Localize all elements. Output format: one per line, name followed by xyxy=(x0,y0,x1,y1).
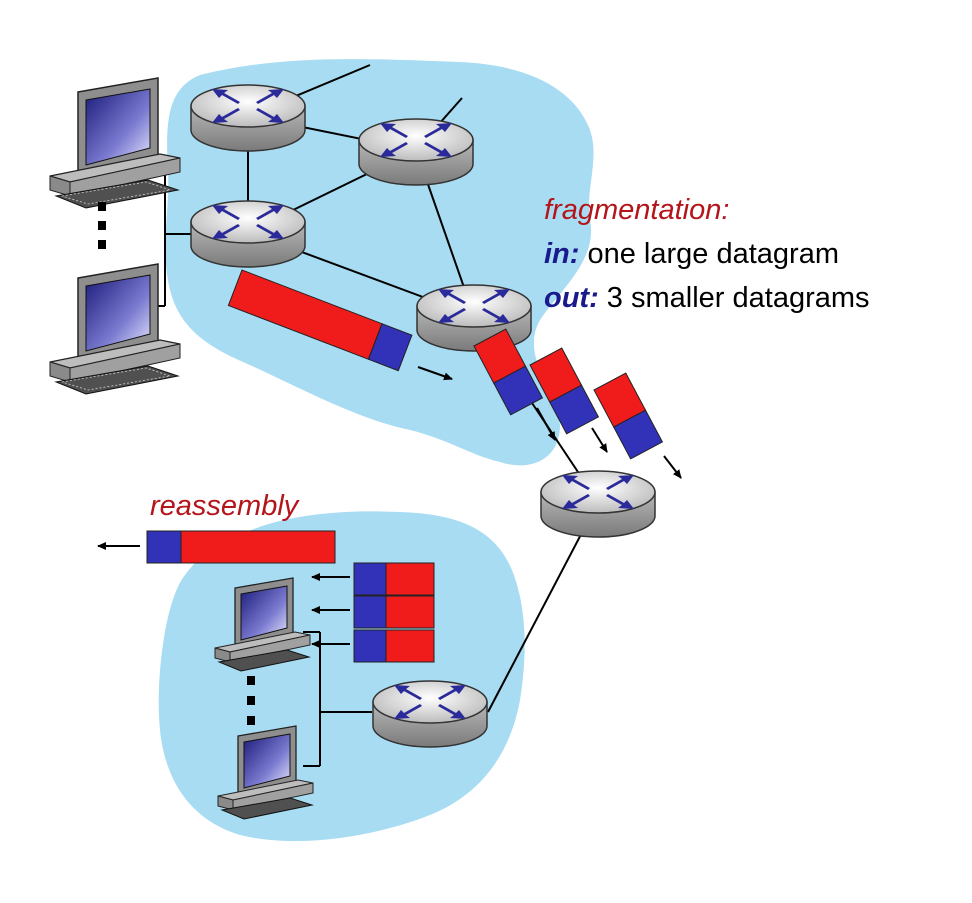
router-icon xyxy=(540,470,656,538)
router-icon xyxy=(190,200,306,268)
in-label-line: in: one large datagram xyxy=(544,240,839,269)
fragment-datagram xyxy=(353,595,435,629)
fragment-datagram xyxy=(529,347,600,435)
arrow-icon xyxy=(591,427,608,453)
out-label-line: out: 3 smaller datagrams xyxy=(544,284,870,313)
vertical-ellipsis-icon xyxy=(98,202,106,249)
arrow-icon xyxy=(663,455,682,479)
reassembled-datagram xyxy=(146,530,336,564)
large-datagram xyxy=(227,269,413,372)
router-icon xyxy=(190,84,306,152)
router-icon xyxy=(372,680,488,748)
fragmentation-title: fragmentation: xyxy=(544,194,730,226)
fragment-datagram xyxy=(593,372,664,460)
in-text: one large datagram xyxy=(579,238,839,270)
reassembly-label: reassembly xyxy=(150,490,299,522)
arrow-icon xyxy=(417,366,453,381)
desktop-computer-icon xyxy=(49,77,181,209)
in-key: in: xyxy=(544,238,580,270)
fragment-datagram xyxy=(353,562,435,596)
out-text: 3 smaller datagrams xyxy=(598,282,870,314)
arrow-icon xyxy=(536,407,556,441)
desktop-computer-icon xyxy=(49,263,181,395)
fragment-datagram xyxy=(473,328,544,416)
router-icon xyxy=(416,284,532,352)
vertical-ellipsis-icon xyxy=(247,676,255,725)
router-icon xyxy=(358,118,474,186)
out-key: out: xyxy=(544,282,599,314)
fragment-datagram xyxy=(353,629,435,663)
